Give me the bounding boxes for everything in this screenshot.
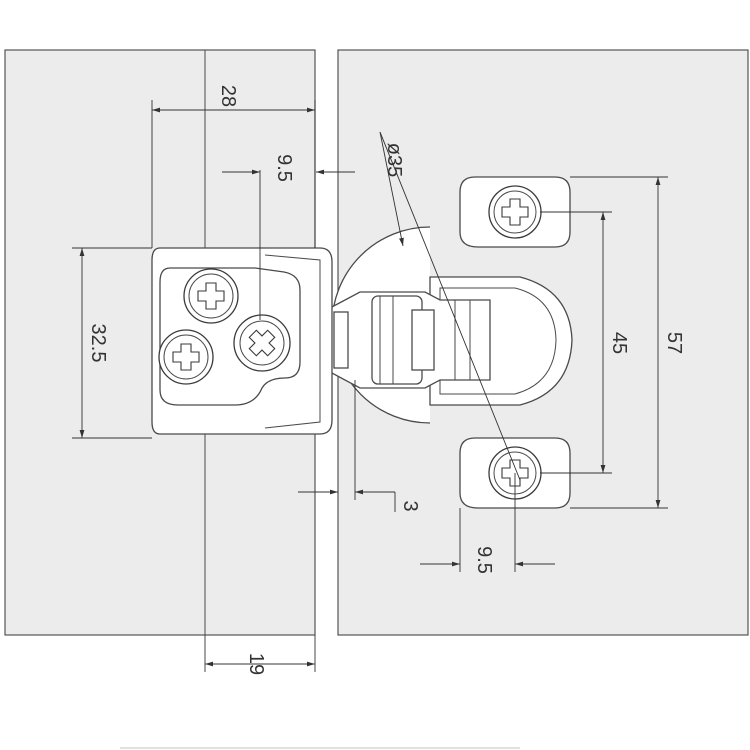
- frame-screw-top: [183, 268, 239, 324]
- dimension-32-5: 32.5: [72, 247, 152, 439]
- frame-plate-edge: [264, 254, 321, 429]
- hinge-pivot: [411, 309, 435, 371]
- label-45: 45: [608, 332, 630, 354]
- label-9-5-bottom: 9.5: [473, 546, 495, 574]
- dimension-9-5-top: 9.5: [222, 154, 355, 320]
- label-phi-35: ø35: [383, 143, 405, 177]
- adjust-screw: [233, 314, 291, 372]
- dimension-3: 3: [298, 380, 421, 512]
- hinge-neck: [333, 311, 349, 369]
- label-9-5-top: 9.5: [273, 154, 295, 182]
- frame-screw-left: [158, 329, 214, 385]
- hinge-cup-inner: [439, 287, 557, 395]
- dimension-9-5-bottom: 9.5: [420, 473, 555, 574]
- label-32-5: 32.5: [87, 324, 109, 363]
- label-3: 3: [399, 500, 421, 511]
- dimension-57: 57: [570, 176, 685, 509]
- label-57: 57: [663, 332, 685, 354]
- dimension-28: 28: [151, 85, 316, 248]
- dimension-45: 45: [540, 211, 630, 474]
- label-28: 28: [217, 85, 239, 107]
- dimension-19: 19: [204, 635, 316, 675]
- door-screw-upper: [488, 185, 542, 239]
- dimension-phi-35: ø35: [379, 131, 521, 481]
- label-19: 19: [245, 653, 267, 675]
